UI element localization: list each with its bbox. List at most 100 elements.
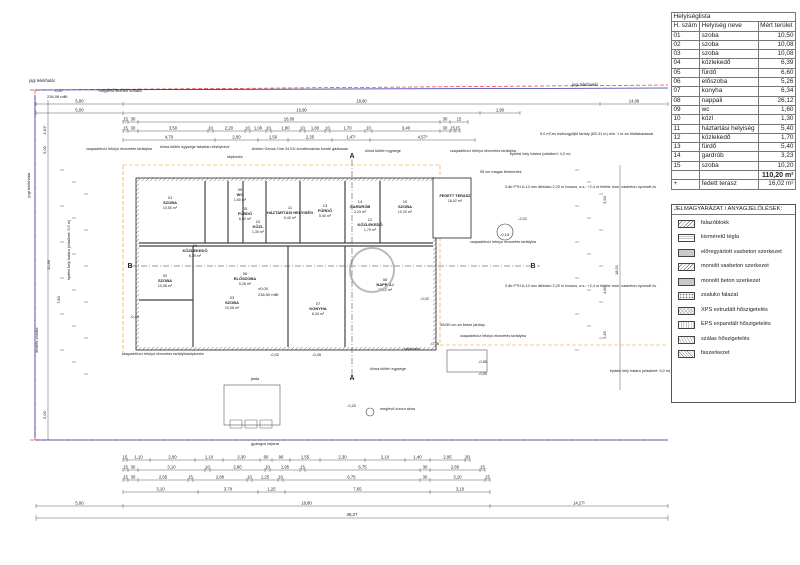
room-name: előszoba	[699, 77, 759, 88]
room-number-label: 10	[256, 219, 261, 224]
dimension-value: 1,25	[261, 475, 270, 480]
room-number: 12	[670, 132, 701, 144]
room-number-label: 03	[230, 295, 235, 300]
room-name-label: KÖZL	[253, 224, 264, 229]
room-number: 07	[670, 86, 701, 97]
room-area-label: 10,50 m²	[163, 206, 178, 210]
dimension-value: 10	[245, 126, 250, 131]
room-name: szoba	[699, 30, 759, 41]
section-mark: A	[349, 153, 354, 160]
note-gutter: csapadékvíz lefolyó elvezetés tartályba	[122, 352, 189, 356]
room-number: 03	[670, 49, 701, 60]
level-mark: -2,01	[518, 216, 528, 221]
dimension-value: 3,40	[402, 126, 411, 131]
room-number: 13	[670, 142, 701, 153]
room-name-label: KONYHA	[309, 306, 326, 311]
room-name-label: SZOBA	[158, 278, 172, 283]
dimension-value: 2,80	[216, 475, 225, 480]
note-build-line: építési hely határa (oldalkert: 4,0 m)	[510, 152, 571, 156]
dimension-value: 10	[278, 475, 283, 480]
room-number: 01	[670, 30, 701, 41]
legal-boundary-label: jogi telekhatár	[28, 78, 56, 83]
building-interior	[139, 181, 433, 347]
level-mark: -0,85	[478, 359, 488, 364]
column-header-area: Mért terület	[757, 21, 797, 32]
dimension-value: 2,30	[338, 455, 347, 460]
legend-label: EPS expandált hőszigetelés	[701, 321, 771, 328]
note-tank: 5,0 m³-es esővízgyűjtő tartály (Ø2,31 m)…	[540, 132, 653, 136]
legend-swatch	[678, 292, 695, 301]
room-area-label: 10,08 m²	[158, 284, 173, 288]
room-area-label: 10,20 m²	[398, 210, 413, 214]
dimension-value: 15	[485, 475, 490, 480]
dimension-value: 10	[266, 126, 271, 131]
room-name: konyha	[699, 86, 759, 97]
level-mark: -0,02	[270, 352, 280, 357]
room-number: 09	[670, 104, 701, 116]
dimension-value: 10	[300, 126, 305, 131]
room-name-label: SZOBA	[163, 200, 177, 205]
note-path: járda	[250, 377, 260, 381]
legend-label: faszerkezet	[701, 350, 730, 357]
dimension-value: 15	[188, 475, 193, 480]
note-footing: talpkontúr	[188, 352, 205, 356]
mailbox	[229, 419, 243, 429]
dimension-value: 1,47²	[346, 135, 356, 140]
room-name: háztartási helyiség	[699, 123, 759, 134]
legend-item: kisméretű tégla	[678, 233, 739, 243]
dimension-value: 5,00	[75, 108, 84, 113]
room-list-table: Helyiséglista H. szám Helyiség neve Mért…	[670, 11, 797, 190]
note-entrance: gyalogos bejárat	[251, 442, 280, 446]
dimension-value: 3,10	[453, 475, 462, 480]
room-number-label: 15	[403, 199, 408, 204]
dimension-value: 15	[123, 465, 128, 470]
room-name: szoba	[699, 39, 759, 51]
note-klima: klíma kültéri egysége takartan elhelyezv…	[160, 145, 229, 149]
room-name-label: ELŐSZOBA	[234, 276, 256, 281]
note-lintel: 3 db PTH A-10 nex áthidaló 2,25 m hosszú…	[505, 284, 656, 288]
room-area: 10,08	[757, 39, 797, 51]
room-area: 5,40	[757, 123, 797, 134]
boundary-label: jogi telekhatár	[26, 172, 31, 199]
dimension-value: 10	[247, 475, 252, 480]
total-dimension: 38,27	[347, 512, 359, 517]
room-list-caption: Helyiséglista	[671, 11, 796, 23]
room-area-label: 3,23 m²	[354, 210, 367, 214]
room-area: 1,30	[757, 114, 797, 125]
level-mark: -0,45	[130, 314, 140, 319]
dimension-value: 1,90	[496, 108, 505, 113]
note-gutter: csapadékvíz lefolyó elvezetés tartályba	[86, 147, 153, 151]
note-footing: talpkontúr	[404, 347, 421, 351]
terrace-area-label: 16,02 m²	[448, 199, 463, 203]
legend-item: szálas hőszigetelés	[678, 335, 750, 345]
legend-item: monolit vasbeton szerkezet	[678, 262, 769, 272]
legal-boundary-label: jogi telekhatár	[571, 82, 599, 87]
section-mark: A	[349, 375, 354, 382]
dimension-value: 14,09	[629, 99, 640, 104]
extra-name: fedett terasz	[699, 179, 759, 190]
legal-boundary-top	[29, 84, 669, 91]
dimension-value: 15	[450, 126, 455, 131]
dimension-value: 1,95	[281, 465, 290, 470]
room-area-label: 5,40 m²	[319, 214, 332, 218]
dimension-value: 30	[131, 117, 136, 122]
room-name: fürdő	[699, 67, 759, 79]
dimension-value: 15	[123, 475, 128, 480]
room-area: 26,12	[757, 95, 797, 106]
room-name: közl	[699, 114, 759, 125]
room-name-label: NAPPALI	[376, 282, 393, 287]
dimension-value: 2,80	[233, 465, 242, 470]
mailbox	[244, 419, 258, 429]
dimension-value: 2,95	[443, 455, 452, 460]
legend-label: XPS extrudált hőszigetelés	[701, 306, 768, 313]
room-number-label: 07	[316, 301, 321, 306]
legend-label: monolit beton szerkezet	[701, 277, 761, 284]
room-name: nappali	[699, 95, 759, 106]
legend-item: előregyártott vasbeton szerkezet	[678, 248, 782, 258]
water-meter-icon	[365, 407, 375, 417]
room-area-label: 6,34 m²	[312, 312, 325, 316]
legend-item: zsaluko falazat	[678, 291, 738, 301]
